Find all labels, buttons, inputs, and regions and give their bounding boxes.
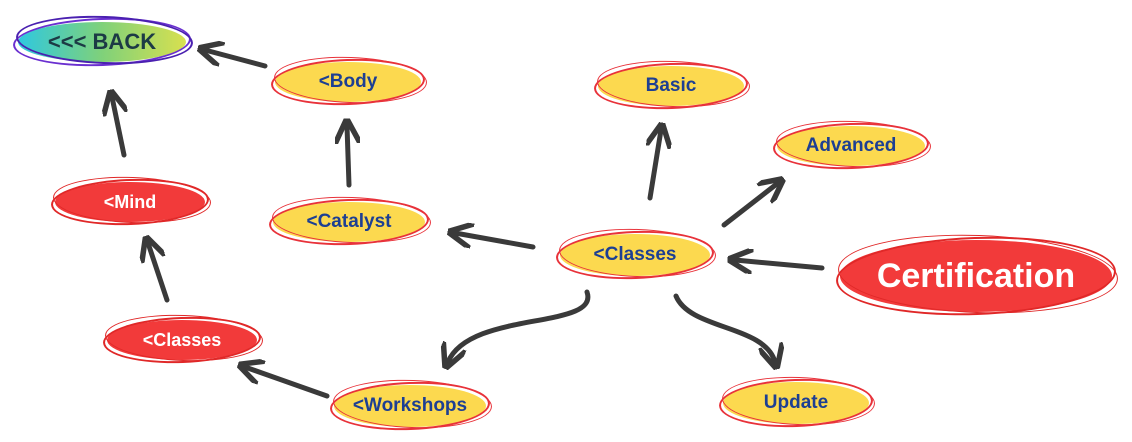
arrow-mind-to-back <box>112 97 124 158</box>
arrow-body-to-back <box>205 50 268 69</box>
arrow-center-to-workshops <box>448 289 591 362</box>
arrow-center-to-advanced <box>721 183 778 228</box>
node-advanced[interactable]: Advanced <box>772 118 932 172</box>
node-certification[interactable]: Certification <box>834 230 1120 320</box>
node-workshops-label: <Workshops <box>352 395 468 416</box>
arrow-center-to-basic <box>650 130 661 201</box>
node-classes-left[interactable]: <Classes <box>102 312 264 366</box>
node-mind[interactable]: <Mind <box>50 174 212 228</box>
node-body-label: <Body <box>318 71 378 92</box>
arrow-catalyst-to-body <box>347 126 349 188</box>
node-classes-center[interactable]: <Classes <box>555 226 717 282</box>
node-update[interactable]: Update <box>718 374 876 430</box>
arrow-classes-to-mind <box>148 243 170 303</box>
node-classes-left-label: <Classes <box>142 329 222 350</box>
node-advanced-label: Advanced <box>805 135 897 156</box>
arrow-certification-to-center <box>735 260 825 268</box>
node-basic-label: Basic <box>645 75 697 96</box>
node-mind-label: <Mind <box>103 191 157 212</box>
node-basic[interactable]: Basic <box>593 58 751 112</box>
node-certification-label: Certification <box>876 256 1076 295</box>
arrow-center-to-catalyst <box>455 233 536 250</box>
arrow-center-to-update <box>673 293 775 362</box>
back-button[interactable]: <<< BACK <box>12 12 194 70</box>
node-body[interactable]: <Body <box>270 54 428 108</box>
node-catalyst-label: <Catalyst <box>306 211 392 232</box>
node-workshops[interactable]: <Workshops <box>329 377 493 433</box>
node-update-label: Update <box>763 392 829 413</box>
arrow-workshops-to-classes <box>245 367 330 399</box>
node-classes-center-label: <Classes <box>593 244 677 265</box>
node-catalyst[interactable]: <Catalyst <box>268 194 432 248</box>
back-button-label: <<< BACK <box>47 29 157 54</box>
